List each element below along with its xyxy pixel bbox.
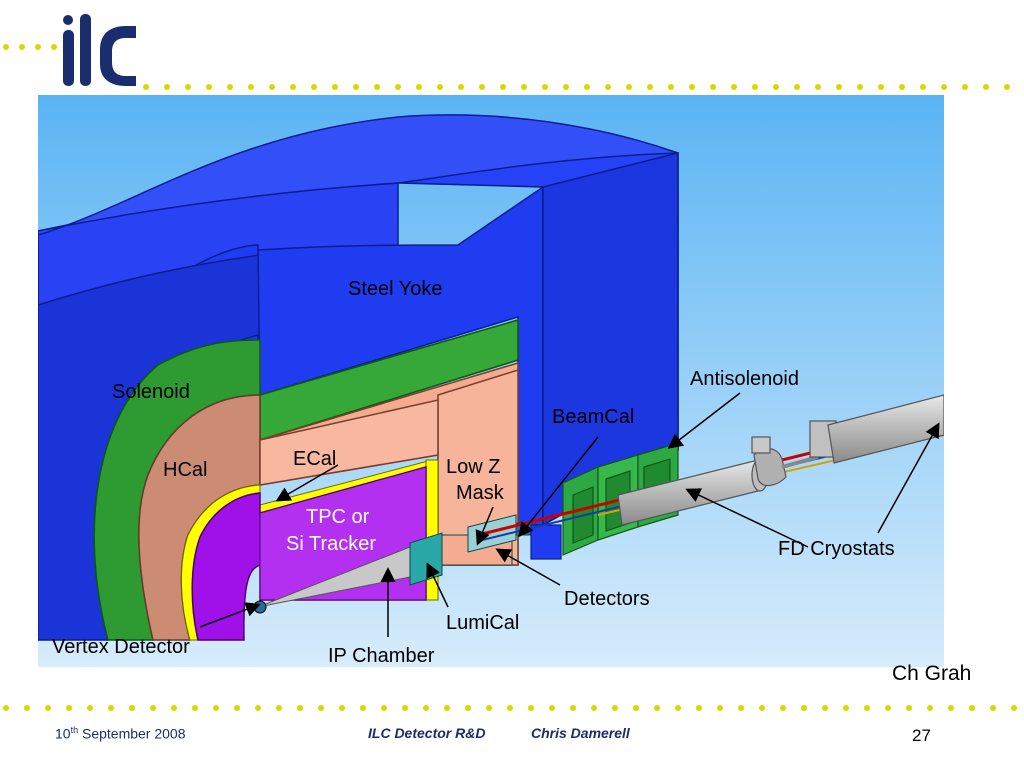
- image-credit: Ch Grah: [892, 662, 972, 685]
- label-hcal: HCal: [163, 459, 207, 481]
- label-detectors: Detectors: [564, 588, 650, 610]
- footer-date: 10th September 2008: [55, 725, 186, 742]
- top-dotted-rule: [3, 44, 57, 50]
- vertex-detector-core: [253, 600, 267, 614]
- label-vertex-detector: Vertex Detector: [52, 636, 190, 658]
- top-dotted-rule-right: [140, 80, 1024, 94]
- leader-lines: [199, 392, 940, 637]
- label-solenoid: Solenoid: [112, 381, 190, 403]
- label-low-z-line2: Mask: [456, 482, 505, 504]
- label-low-z-line1: Low Z: [446, 456, 500, 478]
- detector-diagram: Steel Yoke Solenoid HCal ECal TPC or Si …: [38, 95, 944, 667]
- ilc-logo: ilc: [63, 14, 136, 86]
- label-tpc-line1: TPC or: [306, 506, 370, 528]
- label-steel-yoke: Steel Yoke: [348, 278, 443, 300]
- label-ecal: ECal: [293, 448, 336, 470]
- label-tpc-line2: Si Tracker: [286, 533, 376, 555]
- label-beamcal: BeamCal: [552, 406, 634, 428]
- label-antisolenoid: Antisolenoid: [690, 368, 799, 390]
- footer-author: Chris Damerell: [531, 725, 630, 741]
- page-number: 27: [912, 726, 931, 745]
- footer-title: ILC Detector R&D: [368, 725, 486, 741]
- label-fd-cryostats: FD Cryostats: [778, 538, 895, 560]
- label-lumical: LumiCal: [446, 612, 519, 634]
- bottom-dotted-rule: [0, 701, 1024, 715]
- label-ip-chamber: IP Chamber: [328, 645, 435, 667]
- calorimeter-block: [259, 361, 519, 566]
